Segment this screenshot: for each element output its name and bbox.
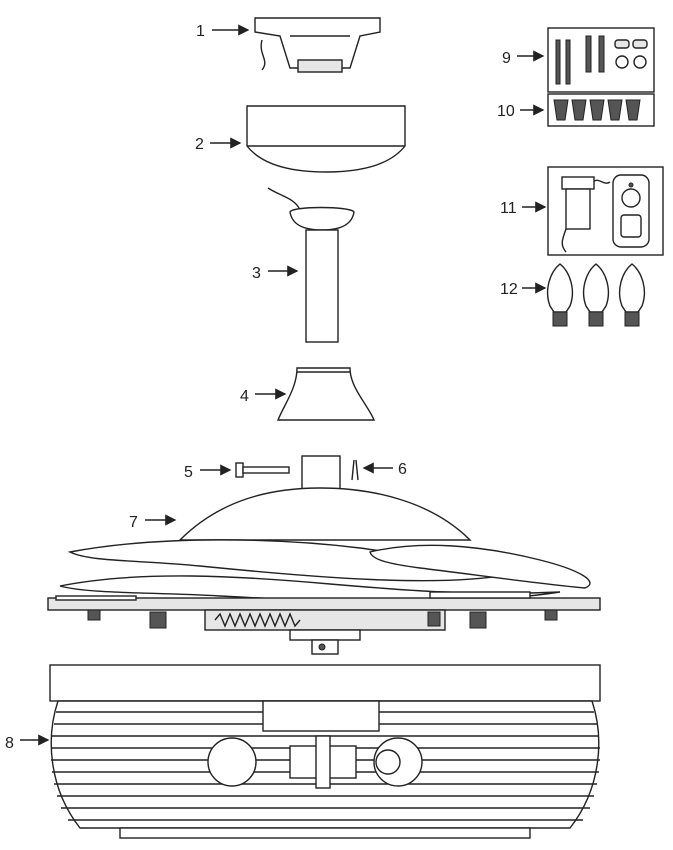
bulb-3 xyxy=(618,263,646,327)
downrod xyxy=(267,187,355,343)
receiver-and-remote xyxy=(547,166,664,256)
bulb-2 xyxy=(582,263,610,327)
light-bulbs xyxy=(546,263,646,327)
label-11: 11 xyxy=(500,200,517,217)
label-6: 6 xyxy=(398,461,407,478)
fan-motor-assembly xyxy=(47,455,601,655)
cotter-pin xyxy=(351,459,359,481)
wire-nuts-bag xyxy=(547,93,655,127)
label-7: 7 xyxy=(129,514,138,531)
screw-hardware-bag xyxy=(547,27,655,93)
coupling-cover xyxy=(276,367,376,421)
label-3: 3 xyxy=(252,265,261,282)
label-9: 9 xyxy=(502,50,511,67)
label-10: 10 xyxy=(497,103,515,120)
label-2: 2 xyxy=(195,136,204,153)
label-5: 5 xyxy=(184,464,193,481)
light-kit-shade xyxy=(49,664,601,839)
bulb-1 xyxy=(546,263,574,327)
label-4: 4 xyxy=(240,388,249,405)
mounting-bracket xyxy=(254,17,381,73)
canopy xyxy=(246,105,406,173)
label-1: 1 xyxy=(196,23,205,40)
hanger-pin xyxy=(235,462,290,478)
label-12: 12 xyxy=(500,281,518,298)
label-8: 8 xyxy=(5,735,14,752)
